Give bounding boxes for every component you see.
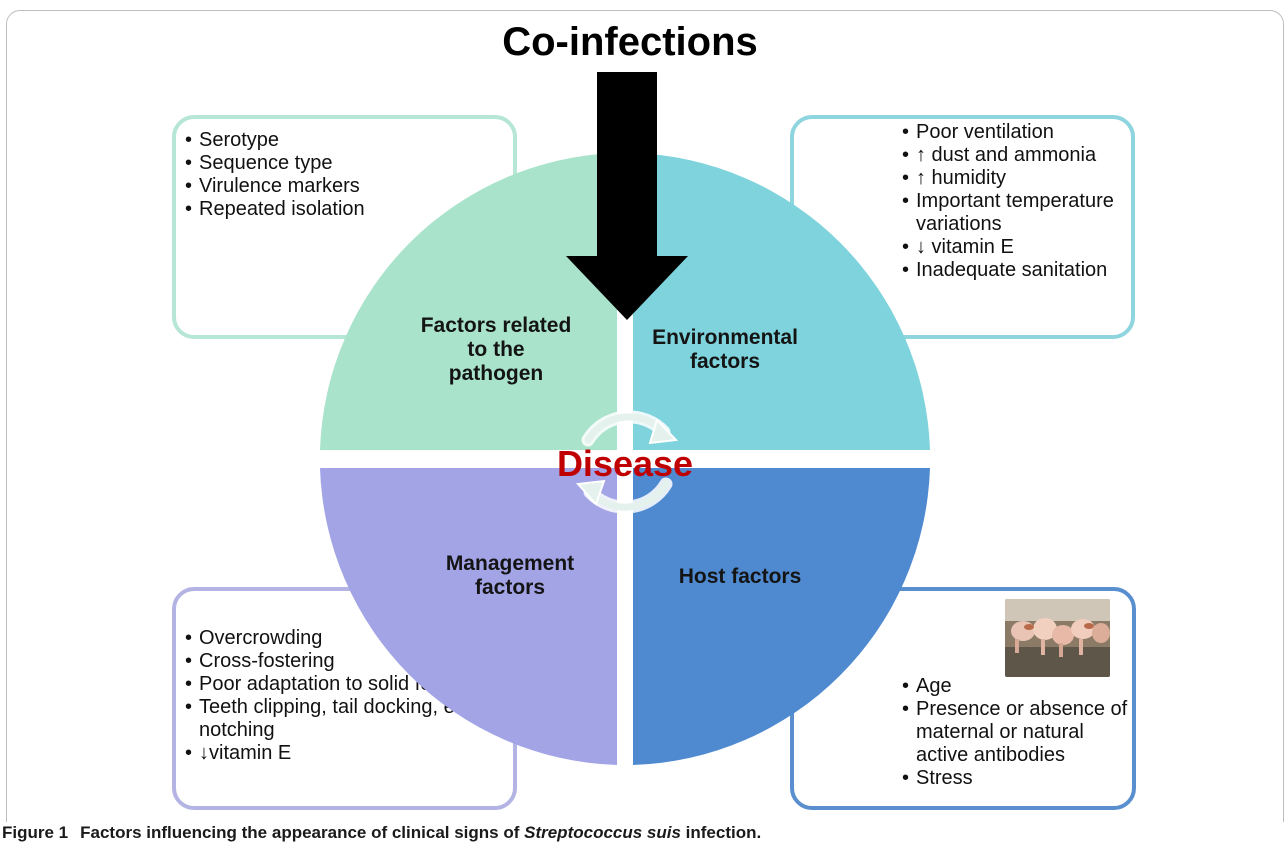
caption-label: Figure 1 xyxy=(2,823,69,842)
list-item: Stress xyxy=(902,767,1137,790)
environmental-factors-list: Poor ventilation ↑ dust and ammonia ↑ hu… xyxy=(902,121,1137,282)
list-item: Poor adaptation to solid feed xyxy=(185,673,505,696)
list-item: Important temperature variations xyxy=(902,190,1137,236)
piglets-photo xyxy=(1005,599,1110,677)
quadrant-environmental xyxy=(633,153,930,450)
list-item: ↓vitamin E xyxy=(185,742,505,765)
host-factors-label: Host factors xyxy=(678,565,802,588)
list-item: Sequence type xyxy=(185,152,485,175)
list-item: Overcrowding xyxy=(185,627,505,650)
caption-text: Factors influencing the appearance of cl… xyxy=(80,823,525,842)
disease-label: Disease xyxy=(556,443,694,484)
figure-caption: Figure 1 Factors influencing the appearan… xyxy=(0,822,1287,849)
list-item: ↑ dust and ammonia xyxy=(902,144,1137,167)
pathogen-factors-label: Factors related to the pathogen xyxy=(420,314,572,385)
list-item: Poor ventilation xyxy=(902,121,1137,144)
list-item: Inadequate sanitation xyxy=(902,259,1137,282)
host-factors-list: Age Presence or absence of maternal or n… xyxy=(902,675,1137,790)
list-item: Teeth clipping, tail docking, ear notchi… xyxy=(185,696,505,742)
list-item: Age xyxy=(902,675,1137,698)
caption-text-end: infection. xyxy=(680,823,762,842)
quadrant-host xyxy=(633,468,930,765)
pathogen-factors-list: Serotype Sequence type Virulence markers… xyxy=(185,129,485,221)
list-item: Presence or absence of maternal or natur… xyxy=(902,698,1137,767)
list-item: Virulence markers xyxy=(185,175,485,198)
list-item: Repeated isolation xyxy=(185,198,485,221)
environmental-factors-label: Environmental factors xyxy=(652,326,798,373)
co-infection-arrow-icon xyxy=(566,72,688,320)
quadrant-pathogen xyxy=(320,153,617,450)
cycle-arrows-icon xyxy=(575,410,679,514)
management-factors-label: Management factors xyxy=(445,552,575,599)
list-item: ↑ humidity xyxy=(902,167,1137,190)
list-item: Cross-fostering xyxy=(185,650,505,673)
list-item: ↓ vitamin E xyxy=(902,236,1137,259)
management-factors-list: Overcrowding Cross-fostering Poor adapta… xyxy=(185,627,505,765)
diagram-title: Co-infections xyxy=(502,20,758,64)
caption-species: Streptococcus suis xyxy=(524,823,681,842)
list-item: Serotype xyxy=(185,129,485,152)
quadrant-management xyxy=(320,468,617,765)
